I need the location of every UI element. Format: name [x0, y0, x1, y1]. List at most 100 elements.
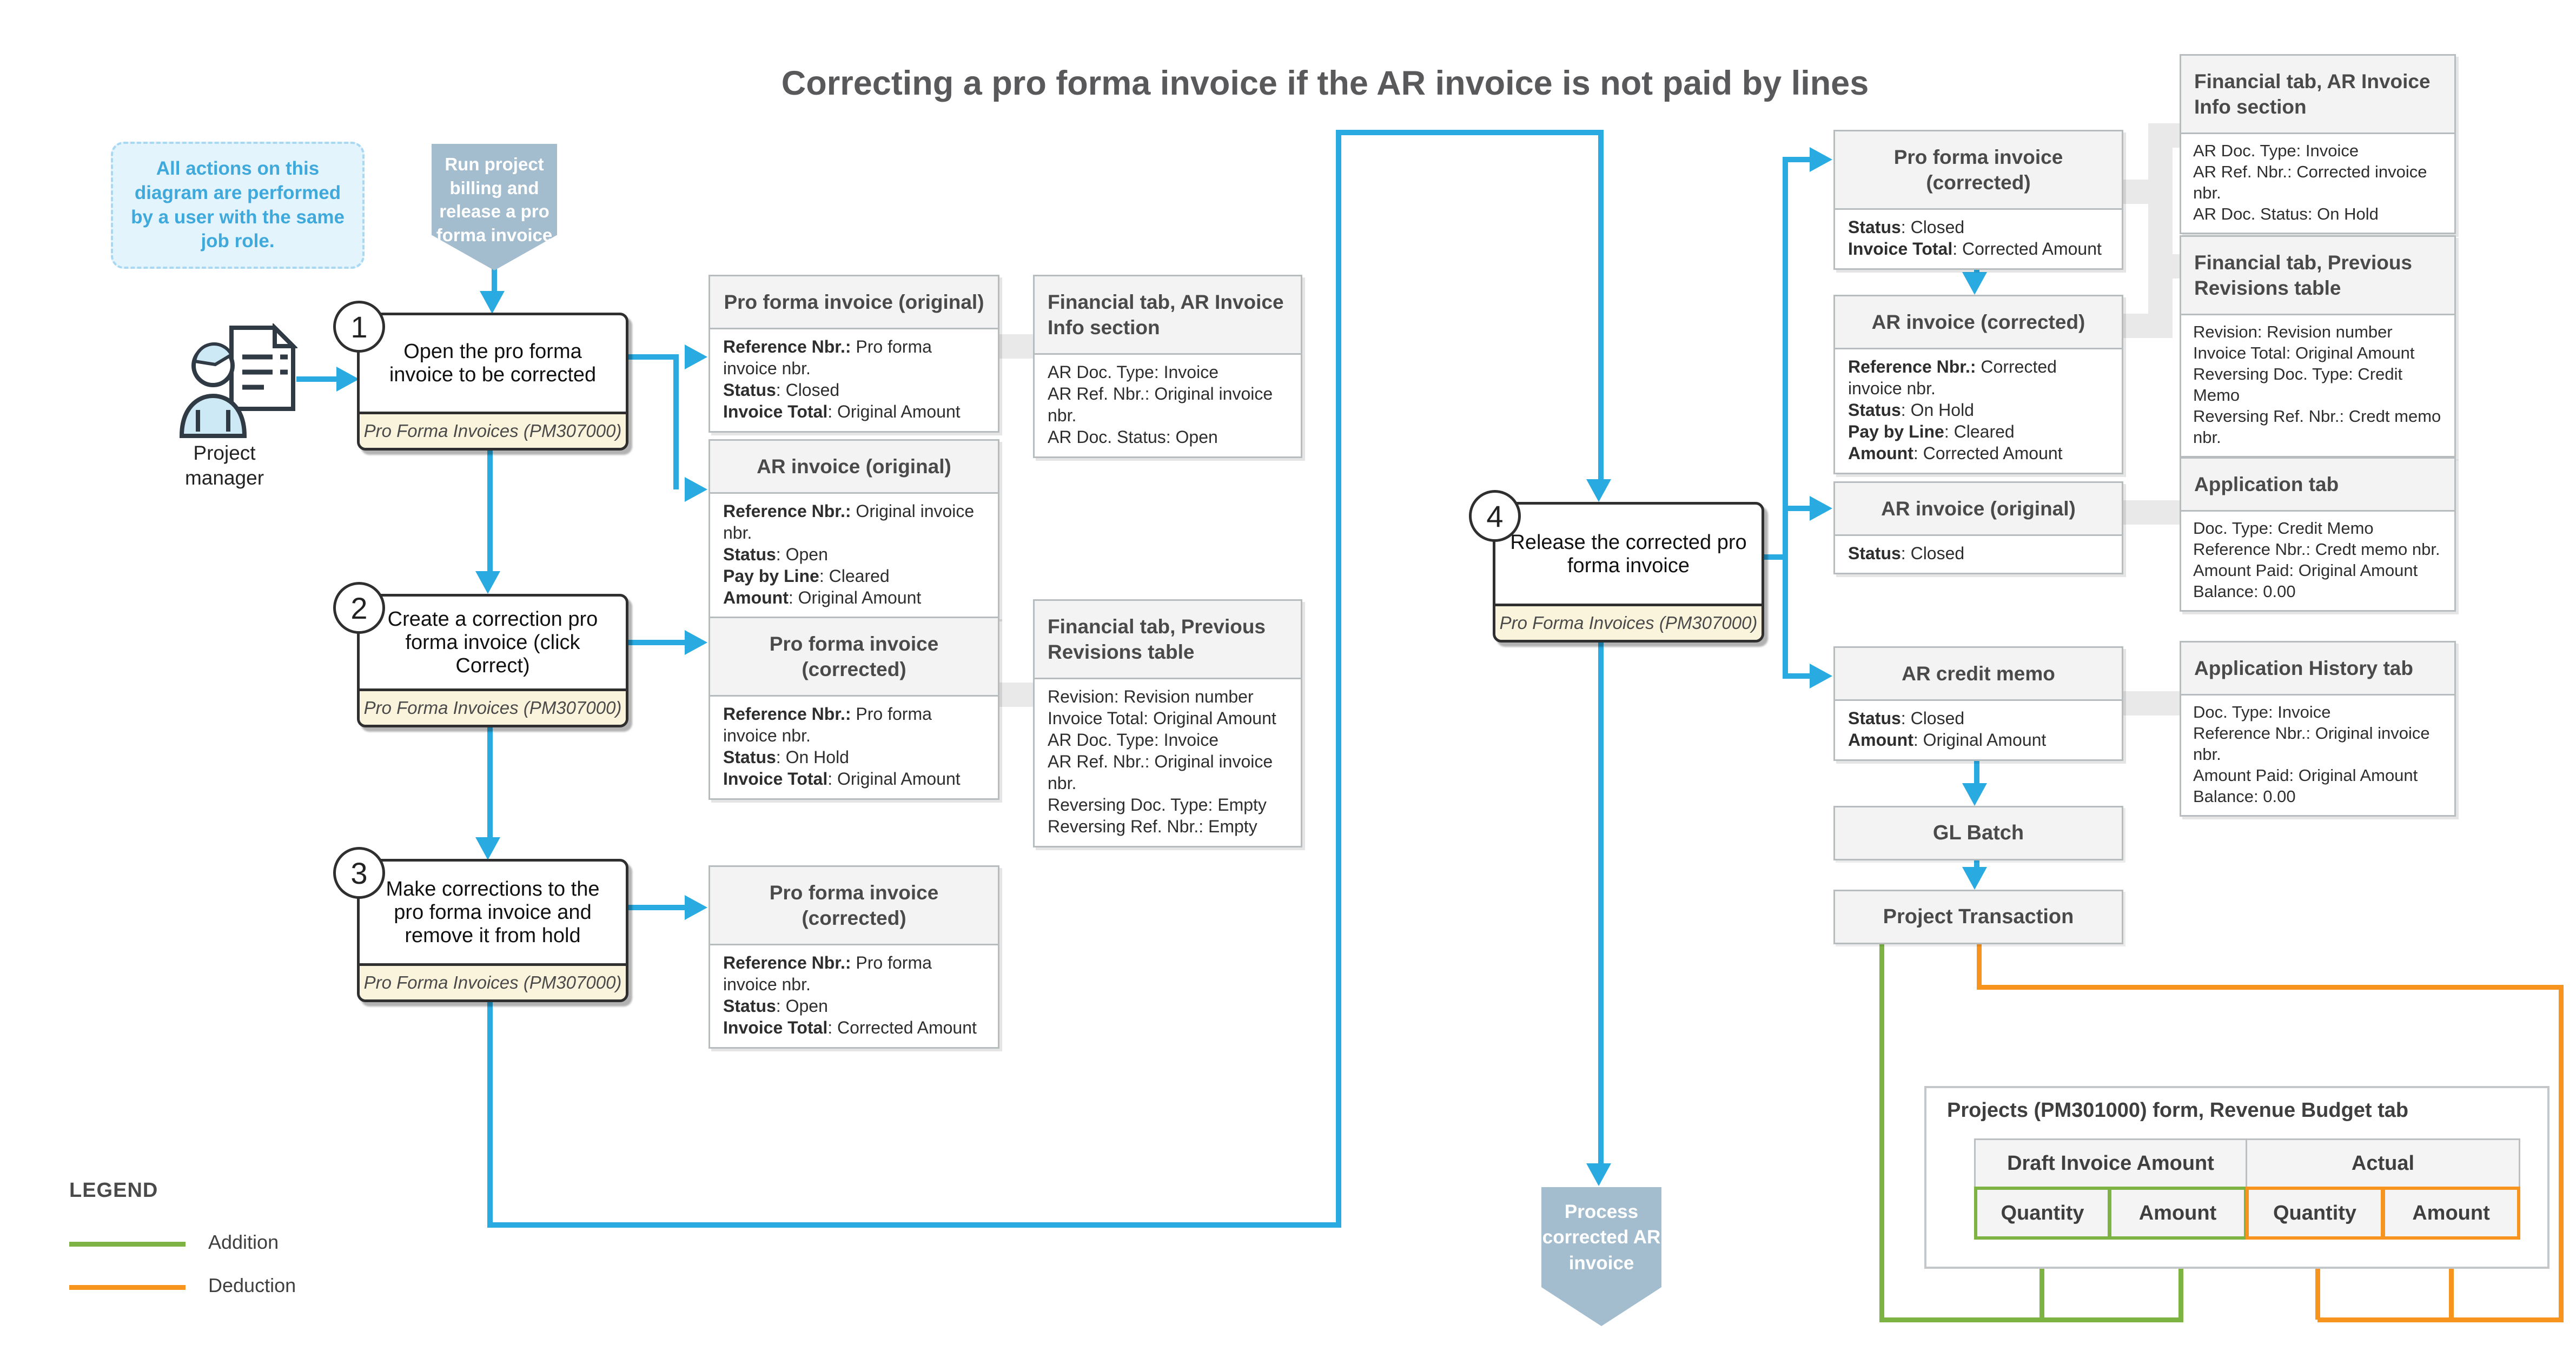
- box-project-transaction: Project Transaction: [1833, 890, 2123, 944]
- field-label: Status: [1848, 400, 1901, 420]
- connector-step2-step3: [487, 721, 493, 839]
- field-text: Doc. Type: Invoice: [2193, 703, 2331, 721]
- box-pf-original-body: Reference Nbr.: Pro forma invoice nbr. S…: [710, 329, 998, 431]
- box-fin-ar-info-right: Financial tab, AR Invoice Info section A…: [2180, 54, 2456, 234]
- field-label: Status: [723, 747, 776, 767]
- field-value: Pro forma invoice nbr.: [723, 337, 932, 378]
- box-pf-original: Pro forma invoice (original) Reference N…: [708, 275, 999, 433]
- connector-trunk-ar-credit: [1788, 673, 1812, 679]
- box-pf-corrected-step2-title: Pro forma invoice (corrected): [710, 618, 998, 697]
- connector-step3-down: [487, 997, 493, 1228]
- step-2-text: Create a correction pro forma invoice (c…: [387, 607, 598, 677]
- field-text: Reversing Ref. Nbr.: Credt memo nbr.: [2193, 407, 2441, 447]
- field-label: Reference Nbr.:: [1848, 357, 1976, 376]
- field-label: Reference Nbr.:: [723, 337, 851, 356]
- connector-step1-fork-down: [673, 354, 679, 489]
- box-pf-corrected-step3-body: Reference Nbr.: Pro forma invoice nbr. S…: [710, 945, 998, 1047]
- step-1-number: 1: [333, 301, 385, 353]
- arrowhead-step1-pf-original: [685, 345, 707, 369]
- gray-link-to-prevrev-right: [2148, 254, 2182, 279]
- box-ar-original-left-body: Reference Nbr.: Original invoice nbr. St…: [710, 494, 998, 617]
- green-line-down: [1879, 941, 1884, 1322]
- connector-actor-step1: [296, 376, 340, 382]
- field-label: Invoice Total: [723, 402, 828, 421]
- box-pf-corrected-step2-body: Reference Nbr.: Pro forma invoice nbr. S…: [710, 697, 998, 798]
- box-gl-batch: GL Batch: [1833, 806, 2123, 860]
- field-label: Status: [723, 996, 776, 1016]
- arrowhead-trunk-ar-original: [1810, 496, 1832, 521]
- orange-line-right: [1977, 985, 2564, 990]
- step-3-text: Make corrections to the pro forma invoic…: [386, 877, 600, 947]
- green-line-up-quantity: [2039, 1264, 2044, 1320]
- field-text: AR Doc. Status: On Hold: [2193, 204, 2379, 223]
- step-3-box: Make corrections to the pro forma invoic…: [357, 859, 628, 1002]
- arrowhead-pfcorr-arcorr: [1962, 272, 1987, 295]
- field-text: Invoice Total: Original Amount: [2193, 343, 2415, 362]
- revenue-table-title: Projects (PM301000) form, Revenue Budget…: [1947, 1099, 2409, 1122]
- box-ar-credit-memo: AR credit memo Status: Closed Amount: Or…: [1833, 646, 2123, 761]
- box-fin-ar-info-right-title: Financial tab, AR Invoice Info section: [2181, 56, 2454, 134]
- field-label: Amount: [1848, 730, 1913, 750]
- field-value: : Open: [776, 545, 828, 564]
- gray-link-vertical-bar: [2148, 123, 2173, 338]
- box-fin-prev-rev-right-title: Financial tab, Previous Revisions table: [2181, 237, 2454, 315]
- field-value: : Original Amount: [827, 402, 961, 421]
- arrowhead-actor-step1: [336, 367, 359, 392]
- start-banner: Run project billing and release a pro fo…: [432, 144, 557, 270]
- box-pf-corrected-step2: Pro forma invoice (corrected) Reference …: [708, 617, 999, 800]
- connector-step4-endbanner: [1598, 637, 1604, 1165]
- field-value: : On Hold: [1900, 400, 1974, 420]
- box-ar-original-left: AR invoice (original) Reference Nbr.: Or…: [708, 439, 999, 619]
- arrowhead-step1-ar-original: [685, 477, 707, 502]
- field-value: : Corrected Amount: [827, 1018, 977, 1037]
- field-text: Revision: Revision number: [1048, 687, 1254, 706]
- connector-credit-glbatch: [1974, 757, 1979, 785]
- step-4-text: Release the corrected pro forma invoice: [1510, 531, 1747, 577]
- arrowhead-banner-step1: [480, 291, 505, 314]
- field-label: Invoice Total: [723, 1018, 828, 1037]
- connector-trunk-pf-corrected: [1788, 157, 1812, 162]
- field-text: Reference Nbr.: Credt memo nbr.: [2193, 540, 2440, 559]
- field-text: AR Ref. Nbr.: Original invoice nbr.: [1048, 384, 1273, 425]
- page-title: Correcting a pro forma invoice if the AR…: [781, 64, 1869, 102]
- connector-step1-step2: [487, 451, 493, 574]
- green-line-up-amount: [2178, 1264, 2183, 1320]
- legend-title: LEGEND: [69, 1179, 158, 1202]
- field-label: Status: [723, 380, 776, 400]
- field-label: Invoice Total: [1848, 239, 1953, 259]
- box-application-history-tab-body: Doc. Type: Invoice Reference Nbr.: Origi…: [2181, 696, 2454, 815]
- step-3-number-label: 3: [350, 856, 368, 890]
- field-value: : Original Amount: [1913, 730, 2047, 750]
- arrowhead-trunk-ar-credit: [1810, 664, 1832, 688]
- field-label: Pay by Line: [723, 566, 819, 586]
- step-2-box: Create a correction pro forma invoice (c…: [357, 594, 628, 727]
- arrowhead-endbanner: [1586, 1163, 1611, 1186]
- connector-bottom-horizontal: [487, 1222, 1341, 1228]
- box-application-history-tab-title: Application History tab: [2181, 643, 2454, 696]
- box-fin-prev-rev-left: Financial tab, Previous Revisions table …: [1033, 599, 1302, 847]
- field-text: Invoice Total: Original Amount: [1048, 708, 1276, 728]
- field-text: AR Doc. Status: Open: [1048, 427, 1218, 447]
- field-label: Amount: [1848, 443, 1913, 463]
- gray-link-application-history: [2122, 691, 2182, 716]
- field-text: Amount Paid: Original Amount: [2193, 561, 2418, 580]
- arrowhead-step3-pf-corrected: [685, 895, 707, 920]
- green-line-bottom: [1879, 1317, 2183, 1322]
- box-fin-prev-rev-right-body: Revision: Revision number Invoice Total:…: [2181, 315, 2454, 456]
- field-value: : Cleared: [819, 566, 890, 586]
- box-application-tab: Application tab Doc. Type: Credit Memo R…: [2180, 457, 2456, 612]
- field-label: Status: [1848, 217, 1901, 237]
- connector-right-trunk: [1783, 157, 1788, 679]
- table-group-actual: Actual: [2246, 1138, 2520, 1188]
- field-value: Original invoice nbr.: [723, 501, 975, 542]
- box-fin-ar-info-left-body: AR Doc. Type: Invoice AR Ref. Nbr.: Orig…: [1035, 355, 1301, 456]
- field-value: : Open: [776, 996, 828, 1016]
- table-group-draft-invoice-amount: Draft Invoice Amount: [1974, 1138, 2247, 1188]
- table-col-actual-amount: Amount: [2382, 1187, 2520, 1240]
- field-value: Corrected invoice nbr.: [1848, 357, 2057, 398]
- arrowhead-credit-glbatch: [1962, 783, 1987, 806]
- gray-link-arcorr-right: [2120, 314, 2151, 338]
- field-text: Reversing Doc. Type: Credit Memo: [2193, 365, 2403, 405]
- field-text: Reversing Doc. Type: Empty: [1048, 795, 1267, 814]
- box-ar-original-right-title: AR invoice (original): [1835, 483, 2122, 536]
